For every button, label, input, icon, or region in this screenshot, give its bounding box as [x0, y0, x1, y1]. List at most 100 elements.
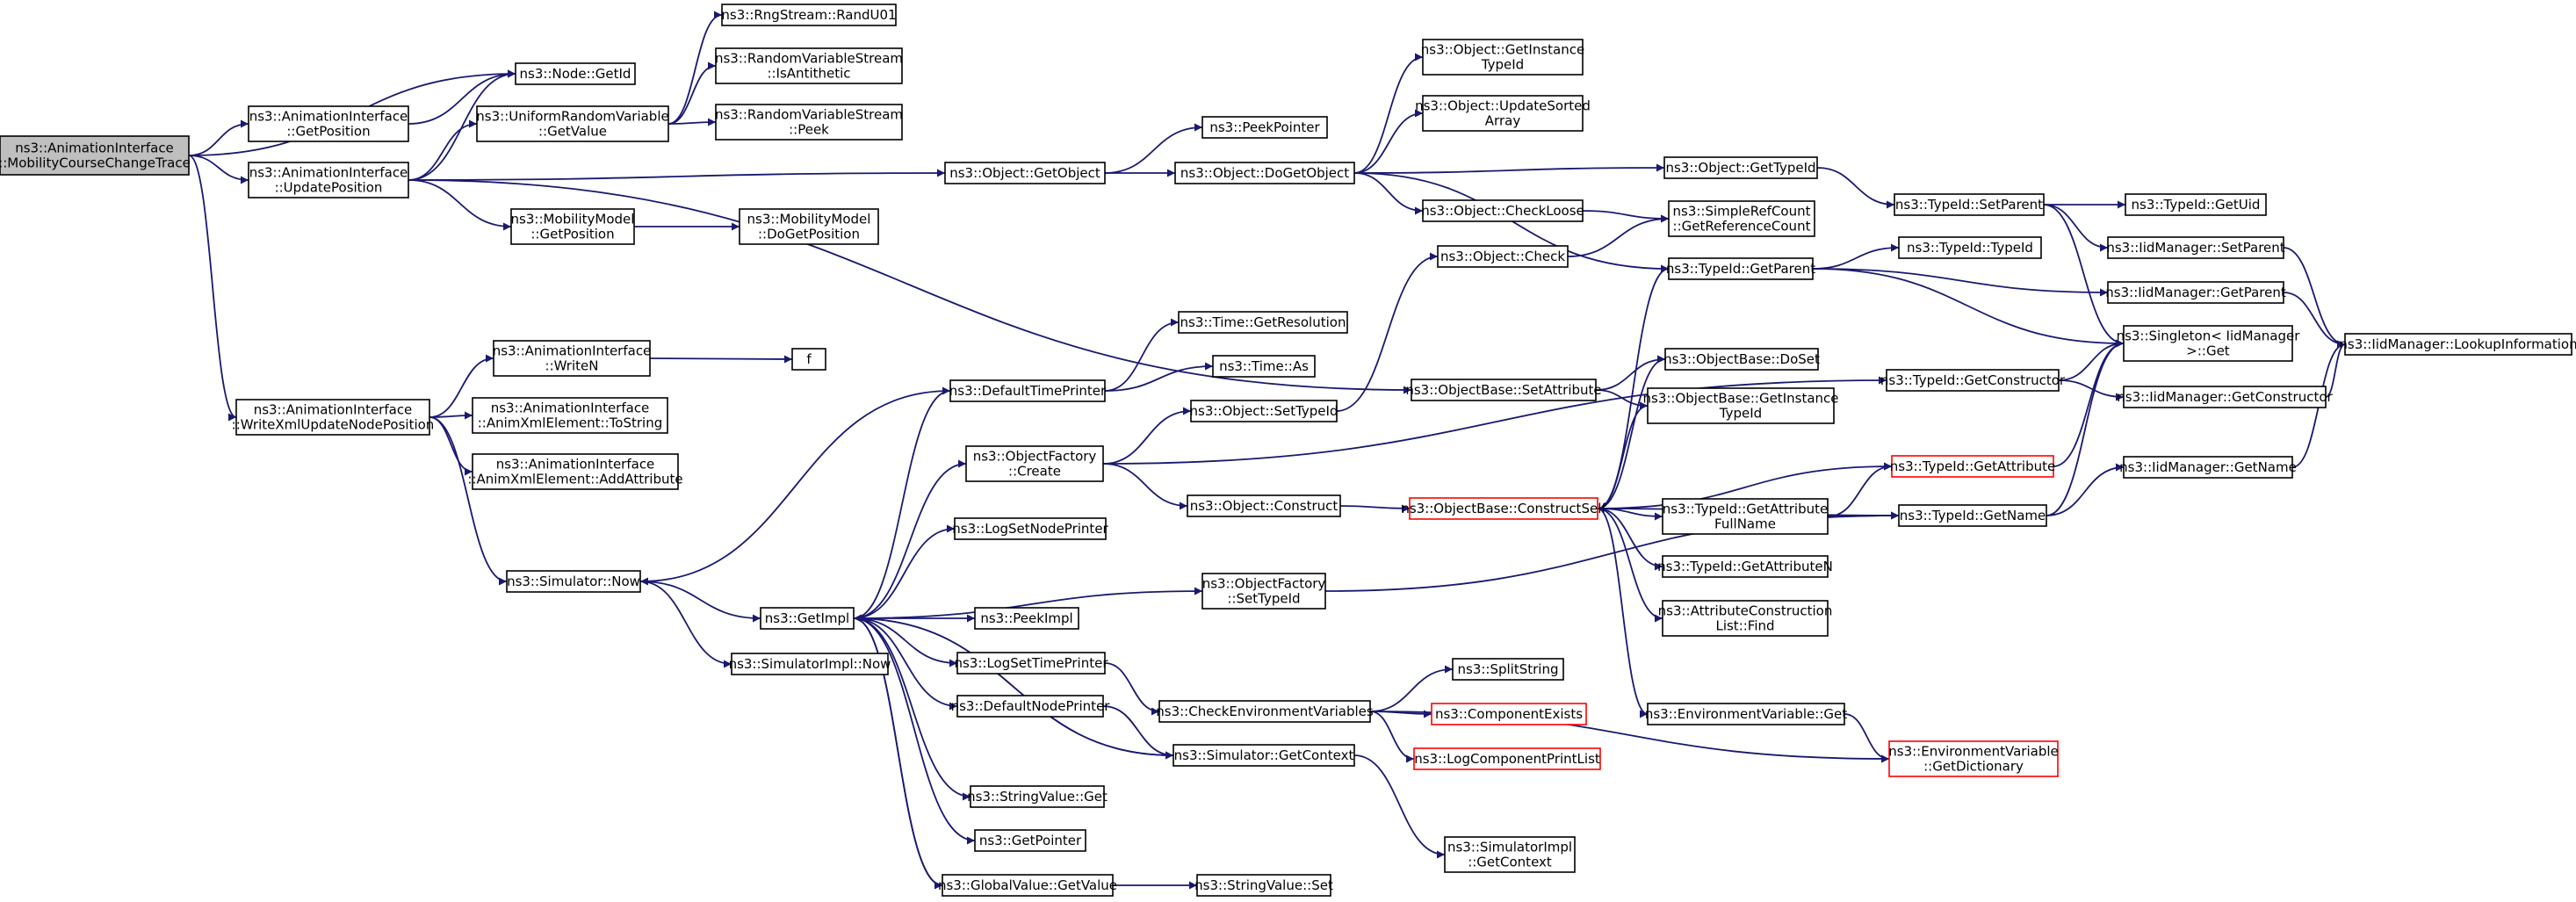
- function-node-obj_construct[interactable]: ns3::Object::Construct: [1187, 494, 1341, 517]
- node-label-line: List::Find: [1715, 618, 1774, 634]
- function-node-ai_writexml[interactable]: ns3::AnimationInterface::WriteXmlUpdateN…: [232, 399, 435, 436]
- function-node-checkenvvars[interactable]: ns3::CheckEnvironmentVariables: [1156, 700, 1374, 723]
- function-node-simulator_now[interactable]: ns3::Simulator::Now: [506, 570, 641, 593]
- function-node-objectfactory_create[interactable]: ns3::ObjectFactory::Create: [965, 445, 1104, 482]
- function-node-ai_writen[interactable]: ns3::AnimationInterface::WriteN: [493, 340, 652, 377]
- node-label-line: ns3::AnimationInterface: [15, 141, 174, 156]
- function-node-iid_setparent[interactable]: ns3::IidManager::SetParent: [2106, 236, 2285, 259]
- function-node-iid_lookup[interactable]: ns3::IidManager::LookupInformation: [2339, 333, 2576, 356]
- call-edge-ai_writexml-to-ai_tostring: [429, 411, 473, 420]
- function-node-objbase_constructself[interactable]: ns3::ObjectBase::ConstructSelf: [1401, 497, 1606, 520]
- node-label-line: ns3::AnimationInterface: [496, 457, 655, 473]
- node-box: [949, 379, 1106, 402]
- function-node-defaultnodeprinter[interactable]: ns3::DefaultNodePrinter: [951, 695, 1111, 718]
- function-node-obj_dogetobject[interactable]: ns3::Object::DoGetObject: [1174, 162, 1355, 184]
- function-node-peekpointer[interactable]: ns3::PeekPointer: [1201, 116, 1328, 139]
- function-node-typeid_getuid[interactable]: ns3::TypeId::GetUid: [2125, 193, 2267, 216]
- function-node-root[interactable]: ns3::AnimationInterface::MobilityCourseC…: [0, 135, 191, 176]
- function-node-objectfactory_settypeid[interactable]: ns3::ObjectFactory::SetTypeId: [1201, 573, 1326, 610]
- function-node-typeid_getattribute[interactable]: ns3::TypeId::GetAttribute: [1890, 455, 2055, 478]
- node-label-line: ::GetPosition: [530, 227, 614, 242]
- node-box: [1886, 369, 2060, 392]
- function-node-peekimpl[interactable]: ns3::PeekImpl: [974, 607, 1079, 630]
- node-box: [1212, 355, 1316, 378]
- node-box: [2107, 236, 2284, 259]
- call-edge-ai_updateposition-to-urv_getvalue: [408, 119, 478, 181]
- function-node-componentexists[interactable]: ns3::ComponentExists: [1431, 703, 1587, 725]
- function-node-typeid_getname[interactable]: ns3::TypeId::GetName: [1898, 504, 2047, 527]
- function-nodes: ns3::AnimationInterface::MobilityCourseC…: [0, 4, 2576, 897]
- call-edge-objectfactory_create-to-obj_construct: [1102, 463, 1188, 510]
- function-node-ai_updateposition[interactable]: ns3::AnimationInterface::UpdatePosition: [248, 162, 409, 198]
- function-node-mm_dogetposition[interactable]: ns3::MobilityModel::DoGetPosition: [739, 208, 879, 245]
- function-node-urv_getvalue[interactable]: ns3::UniformRandomVariable::GetValue: [476, 105, 669, 142]
- call-edge-getimpl-to-logsettimeprinter: [853, 617, 958, 667]
- call-edge-logsettimeprinter-to-checkenvvars: [1104, 662, 1160, 716]
- function-node-obj_gettypeid[interactable]: ns3::Object::GetTypeId: [1663, 156, 1818, 179]
- function-node-logsetnodeprinter[interactable]: ns3::LogSetNodePrinter: [952, 517, 1109, 540]
- node-label-line: ::GetValue: [538, 124, 607, 140]
- node-box: [1647, 703, 1845, 725]
- function-node-time_getresolution[interactable]: ns3::Time::GetResolution: [1178, 311, 1348, 334]
- function-node-simulatorimpl_now[interactable]: ns3::SimulatorImpl::Now: [729, 653, 891, 675]
- function-node-globalvalue_getvalue[interactable]: ns3::GlobalValue::GetValue: [938, 874, 1117, 897]
- function-node-ai_tostring[interactable]: ns3::AnimationInterface::AnimXmlElement:…: [472, 397, 668, 434]
- node-box: [1158, 700, 1371, 723]
- function-node-logcomponentprintlist[interactable]: ns3::LogComponentPrintList: [1413, 747, 1601, 770]
- function-node-ai_addattribute[interactable]: ns3::AnimationInterface::AnimXmlElement:…: [467, 453, 683, 490]
- function-node-singleton_get[interactable]: ns3::Singleton< IidManager>::Get: [2117, 325, 2301, 362]
- function-node-simulator_getcontext[interactable]: ns3::Simulator::GetContext: [1173, 744, 1355, 767]
- node-box: [515, 62, 636, 85]
- function-node-obj_check[interactable]: ns3::Object::Check: [1437, 245, 1569, 268]
- function-node-objbase_doset[interactable]: ns3::ObjectBase::DoSet: [1663, 348, 1820, 371]
- node-label-line: ns3::Singleton< IidManager: [2117, 328, 2301, 344]
- function-node-simulatorimpl_getcontext[interactable]: ns3::SimulatorImpl::GetContext: [1444, 836, 1576, 873]
- function-node-obj_getobject[interactable]: ns3::Object::GetObject: [944, 162, 1106, 184]
- function-node-mm_getposition[interactable]: ns3::MobilityModel::GetPosition: [510, 208, 635, 245]
- function-node-iid_getname[interactable]: ns3::IidManager::GetName: [2119, 456, 2297, 479]
- function-node-typeid_getattributen[interactable]: ns3::TypeId::GetAttributeN: [1657, 555, 1833, 578]
- function-node-logsettimeprinter[interactable]: ns3::LogSetTimePrinter: [954, 652, 1108, 675]
- node-box: [2123, 325, 2293, 362]
- call-edge-root-to-ai_getposition: [188, 119, 249, 156]
- function-node-typeid_typeid[interactable]: ns3::TypeId::TypeId: [1898, 236, 2042, 259]
- node-box: [715, 47, 903, 84]
- function-node-ai_getposition[interactable]: ns3::AnimationInterface::GetPosition: [248, 105, 409, 142]
- function-node-typeid_setparent[interactable]: ns3::TypeId::SetParent: [1894, 193, 2045, 216]
- node-label-line: ns3::Object::SetTypeId: [1190, 403, 1339, 419]
- function-node-getimpl[interactable]: ns3::GetImpl: [760, 607, 855, 630]
- node-label-line: ns3::Object::DoGetObject: [1180, 165, 1349, 181]
- function-node-defaulttimeprinter[interactable]: ns3::DefaultTimePrinter: [949, 379, 1107, 402]
- function-node-typeid_getconstructor[interactable]: ns3::TypeId::GetConstructor: [1880, 369, 2066, 392]
- function-node-envvar_get[interactable]: ns3::EnvironmentVariable::Get: [1645, 703, 1847, 725]
- function-node-stringvalue_set[interactable]: ns3::StringValue::Set: [1194, 874, 1333, 897]
- function-node-simplerefcount[interactable]: ns3::SimpleRefCount::GetReferenceCount: [1668, 200, 1815, 237]
- function-node-time_as[interactable]: ns3::Time::As: [1212, 355, 1316, 378]
- function-node-rng_randu01[interactable]: ns3::RngStream::RandU01: [721, 4, 897, 26]
- function-node-f[interactable]: f: [791, 348, 826, 371]
- function-node-obj_settypeid[interactable]: ns3::Object::SetTypeId: [1190, 400, 1339, 422]
- function-node-splitstring[interactable]: ns3::SplitString: [1452, 658, 1564, 681]
- function-node-objbase_setattribute[interactable]: ns3::ObjectBase::SetAttribute: [1405, 379, 1602, 401]
- function-node-typeid_getparent[interactable]: ns3::TypeId::GetParent: [1666, 257, 1815, 280]
- function-node-iid_getconstructor[interactable]: ns3::IidManager::GetConstructor: [2117, 386, 2334, 408]
- function-node-rvs_isantithetic[interactable]: ns3::RandomVariableStream::IsAntithetic: [715, 47, 903, 84]
- node-box: [1187, 494, 1341, 517]
- function-node-envvar_getdictionary[interactable]: ns3::EnvironmentVariable::GetDictionary: [1888, 740, 2059, 777]
- call-edge-iid_getparent-to-iid_lookup: [2283, 292, 2346, 349]
- function-node-iid_getparent[interactable]: ns3::IidManager::GetParent: [2105, 281, 2286, 304]
- node-label-line: ::Peek: [789, 122, 829, 138]
- function-node-node_getid[interactable]: ns3::Node::GetId: [515, 62, 636, 85]
- function-node-rvs_peek[interactable]: ns3::RandomVariableStream::Peek: [715, 104, 903, 141]
- call-edge-getimpl-to-defaultnodeprinter: [853, 617, 958, 711]
- function-node-getpointer[interactable]: ns3::GetPointer: [974, 829, 1086, 852]
- call-edge-getimpl-to-defaulttimeprinter: [853, 386, 951, 619]
- call-edge-defaulttimeprinter-to-time_as: [1104, 362, 1214, 392]
- function-node-obj_checkloose[interactable]: ns3::Object::CheckLoose: [1421, 199, 1584, 222]
- function-node-stringvalue_get[interactable]: ns3::StringValue::Get: [967, 785, 1108, 808]
